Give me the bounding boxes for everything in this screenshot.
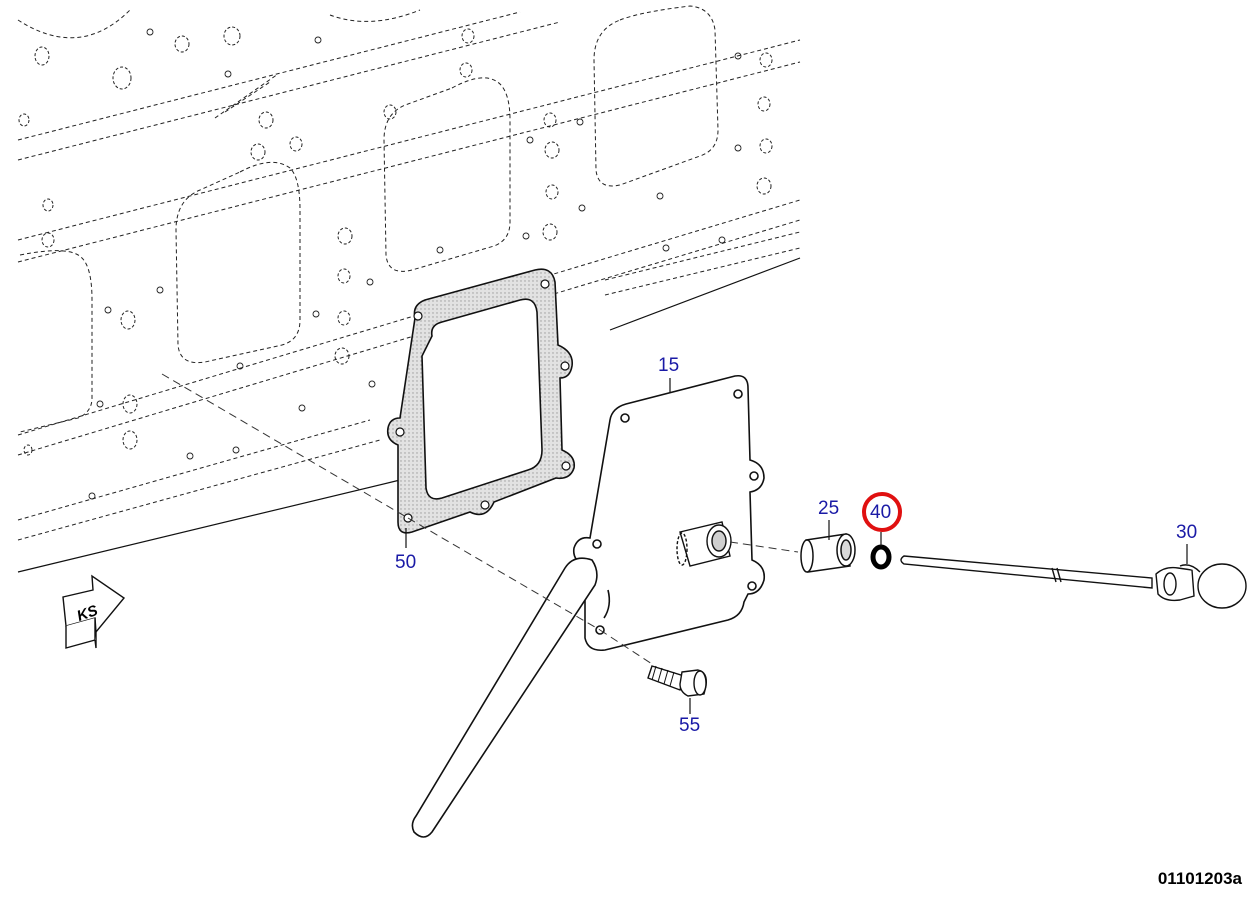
- gasket-part-50: [386, 268, 576, 534]
- direction-arrow-icon: [62, 574, 126, 649]
- block-solid-edges: [17, 257, 801, 573]
- callout-30[interactable]: 30: [1176, 522, 1198, 543]
- guide-tube: [411, 557, 611, 838]
- callout-50[interactable]: 50: [395, 552, 417, 573]
- highlight-ring: [862, 492, 902, 532]
- dipstick-part-30: [900, 555, 1247, 609]
- o-ring-part-40: [870, 544, 892, 570]
- assembly-lines: [161, 373, 799, 665]
- figure-id: 01101203a: [1157, 869, 1242, 888]
- callout-leaders: [405, 378, 1188, 714]
- block-bolt-holes: [18, 26, 773, 456]
- bolt-part-55: [647, 665, 708, 697]
- callout-15[interactable]: 15: [658, 355, 680, 376]
- callout-55[interactable]: 55: [679, 715, 701, 736]
- callout-25[interactable]: 25: [818, 498, 840, 519]
- cover-plate-part-15: [572, 374, 766, 652]
- engine-block-outline: [17, 5, 801, 541]
- callout-40[interactable]: 40: [870, 502, 892, 523]
- block-small-holes: [88, 28, 742, 500]
- sleeve-part-25: [800, 533, 856, 573]
- cover-boss: [676, 521, 732, 567]
